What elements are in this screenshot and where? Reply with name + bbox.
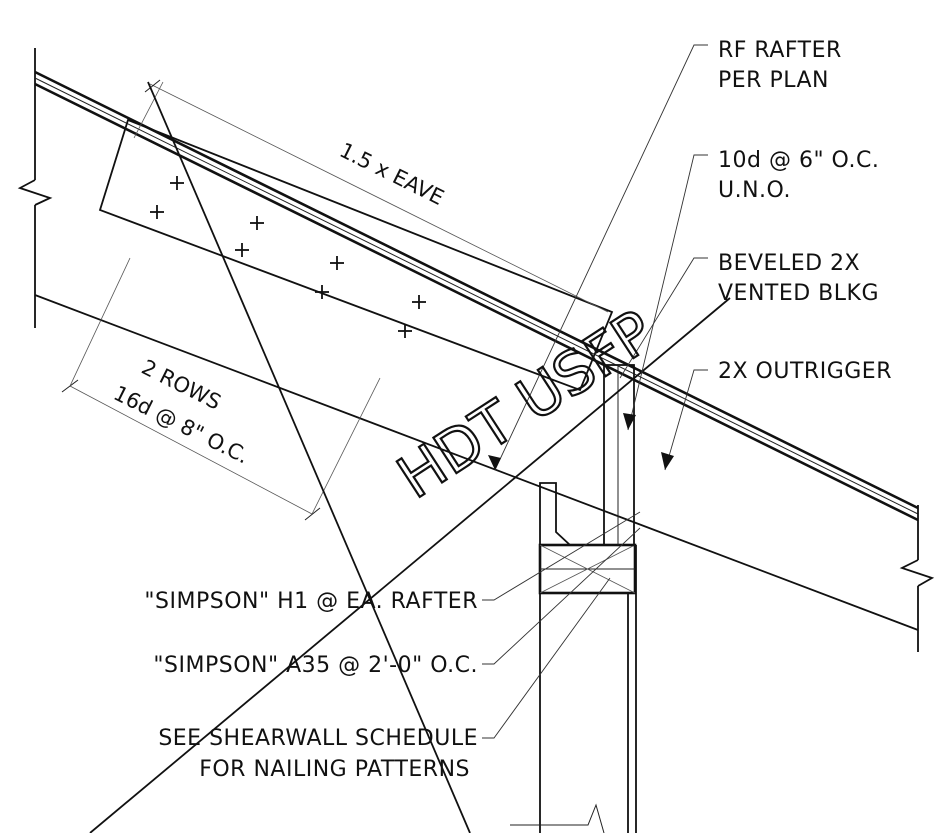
- nailing-note-line2: U.N.O.: [718, 178, 791, 203]
- beveled-blocking-note-line1: BEVELED 2X: [718, 251, 860, 276]
- eave-dimension-label: 1.5 x EAVE: [336, 138, 448, 210]
- shearwall-note-line2: FOR NAILING PATTERNS: [199, 757, 470, 782]
- nail-pattern: [150, 176, 426, 338]
- outrigger-note: 2X OUTRIGGER: [718, 359, 892, 384]
- handwritten-markup: HDT USFP: [386, 297, 666, 512]
- outrigger-block: [98, 118, 614, 392]
- rafter-bottom-edge: [34, 294, 919, 631]
- roof-sheathing: [34, 70, 919, 522]
- rf-rafter-note-line2: PER PLAN: [718, 68, 829, 93]
- left-break-line: [17, 48, 53, 328]
- nailing-note-line1: 10d @ 6" O.C.: [718, 148, 879, 173]
- rf-rafter-note-line1: RF RAFTER: [718, 38, 842, 63]
- markup-lines: [89, 81, 731, 833]
- leaders: [482, 44, 708, 739]
- shearwall-note-line1: SEE SHEARWALL SCHEDULE: [158, 726, 478, 751]
- leader-arrows: [488, 413, 674, 470]
- eave-dimension: [133, 79, 609, 313]
- beveled-blocking-note-line2: VENTED BLKG: [718, 281, 879, 306]
- right-break-line: [899, 505, 935, 652]
- h1-clip-note: "SIMPSON" H1 @ EA. RAFTER: [144, 589, 478, 614]
- wall-framing: [510, 364, 637, 833]
- a35-clip-note: "SIMPSON" A35 @ 2'-0" O.C.: [153, 653, 478, 678]
